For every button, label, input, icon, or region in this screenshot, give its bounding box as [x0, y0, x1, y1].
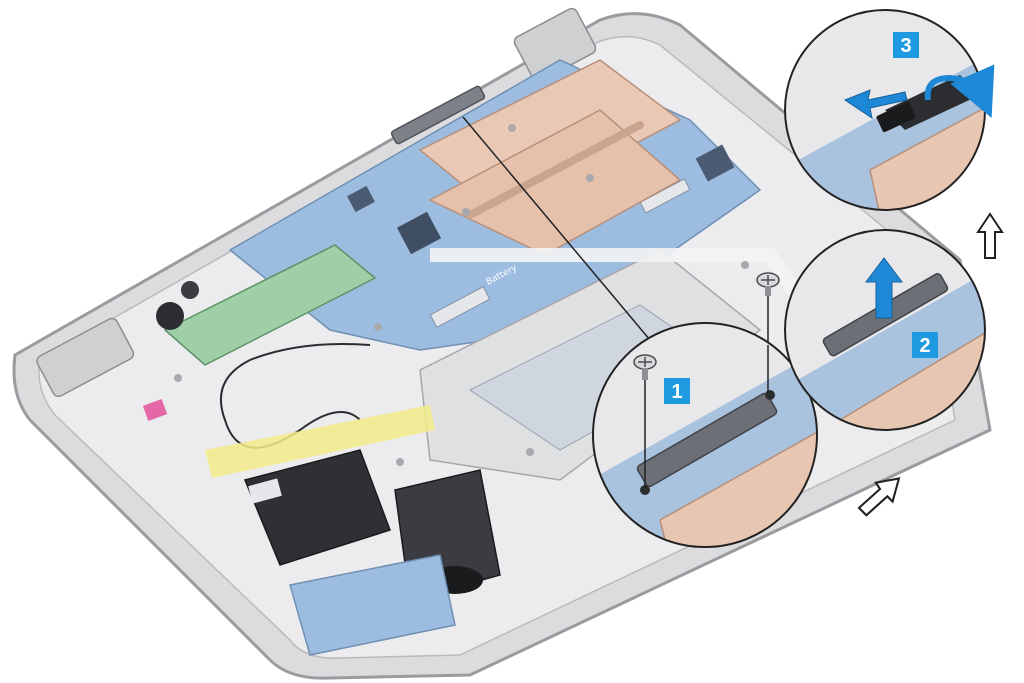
step-badge-2: 2	[912, 332, 938, 358]
io-board	[289, 554, 456, 656]
hinge-left	[36, 317, 135, 398]
speaker-label	[248, 478, 282, 504]
chip	[396, 211, 442, 255]
inset-step-3: 3	[784, 9, 995, 211]
ssd-module	[163, 244, 377, 366]
heat-pipe	[466, 121, 644, 219]
inset-step-1: 1	[592, 322, 818, 548]
screw-icon	[633, 354, 657, 488]
board-label-sensor: Sensor	[242, 175, 274, 198]
antenna-cable	[220, 343, 371, 449]
ribbon-cable	[430, 248, 806, 304]
coin-battery	[181, 281, 199, 299]
chip	[695, 144, 735, 182]
warning-label	[142, 399, 168, 421]
left-arrow-icon	[843, 89, 908, 120]
svg-text:2: 2	[919, 335, 930, 357]
step-badge-3: 3	[893, 32, 919, 58]
step-badge-1: 1	[664, 378, 690, 404]
rotate-arrow-icon	[924, 64, 995, 118]
callout-line	[462, 116, 651, 341]
up-arrow-icon	[865, 257, 903, 319]
inset-step-2: 2	[784, 229, 986, 431]
chassis-screws	[174, 124, 749, 466]
cable-connector	[876, 101, 916, 133]
chip	[347, 185, 375, 213]
hollow-arrow-icon	[976, 212, 1004, 259]
speaker-left	[243, 449, 391, 566]
bracket-detail	[636, 392, 778, 488]
svg-text:1: 1	[671, 381, 682, 403]
hollow-arrow-icon	[857, 477, 901, 517]
svg-text:3: 3	[900, 35, 911, 57]
yellow-tape	[205, 405, 435, 478]
connector	[429, 286, 491, 328]
coin-battery	[156, 302, 184, 330]
display-cable-bracket	[390, 85, 486, 145]
heat-shield	[428, 109, 682, 256]
screw-large	[756, 272, 780, 345]
